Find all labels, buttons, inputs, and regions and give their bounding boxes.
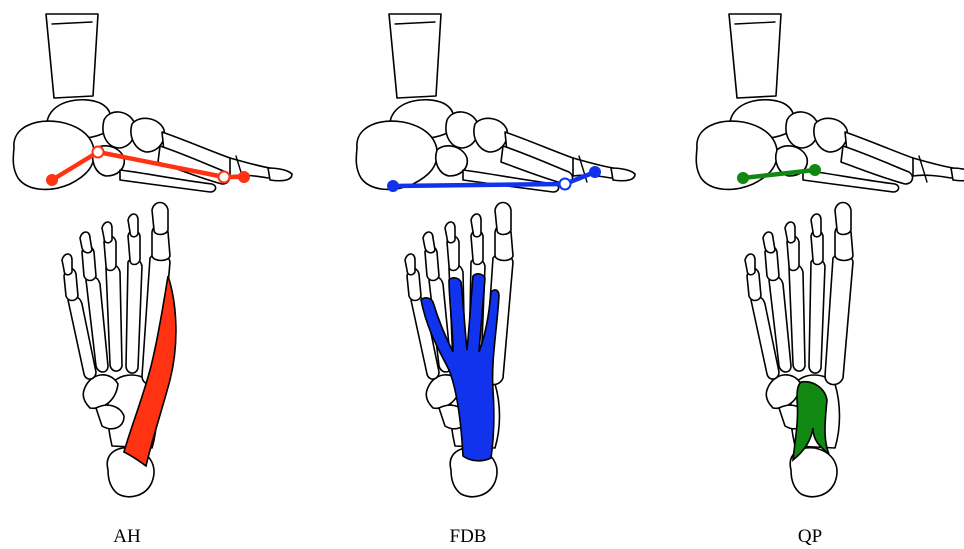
- foot-lateral-skeleton: [696, 14, 964, 192]
- foot-plantar-skeleton: [62, 203, 170, 497]
- panel-qp: [696, 14, 964, 497]
- label-ah: AH: [113, 526, 140, 548]
- panel-fdb: [356, 14, 635, 497]
- panel-ah: [13, 14, 292, 497]
- foot-lateral-skeleton: [356, 14, 635, 192]
- foot-lateral-skeleton: [13, 14, 292, 192]
- label-qp: QP: [798, 526, 822, 548]
- label-fdb: FDB: [450, 526, 487, 548]
